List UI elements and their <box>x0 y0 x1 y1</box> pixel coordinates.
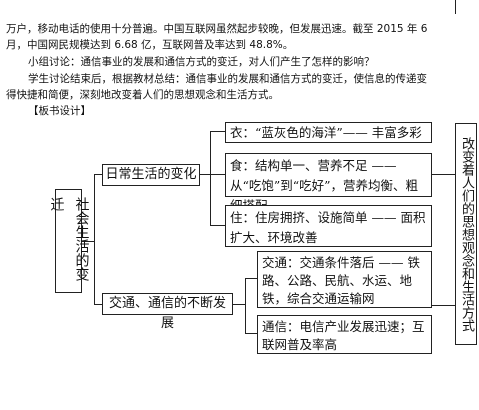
branch-transport-box: 交通、通信的不断发展 <box>102 293 233 331</box>
paragraph-line-2: 月，中国网民规模达到 6.68 亿，互联网普及率达到 48.8%。 <box>6 39 294 51</box>
connector-daily <box>94 174 102 175</box>
connector-daily-out <box>200 174 210 175</box>
connector-root <box>82 241 94 242</box>
branch-daily-life-box: 日常生活的变化 <box>102 164 200 186</box>
board-design-heading: 【板书设计】 <box>28 105 91 117</box>
housing-box: 住：住房拥挤、设施简单 —— 面积扩大、环境改善 <box>225 205 432 247</box>
connector-transport-out <box>233 304 245 305</box>
page-edge-marker <box>455 0 456 14</box>
connector-housing <box>210 225 225 226</box>
conclusion-box: 改变着人们的思想观念和生活方式 <box>455 123 477 345</box>
connector-communication <box>245 333 257 334</box>
paragraph-line-3: 小组讨论：通信事业的发展和通信方式的变迁，对人们产生了怎样的影响？ <box>28 56 375 68</box>
traffic-box: 交通：交通条件落后 —— 铁路、公路、民航、水运、地铁，综合交通运输网 <box>257 251 432 308</box>
connector-clothing <box>210 131 225 132</box>
connector-conclusion-bottom <box>432 305 455 306</box>
connector-traffic <box>245 278 257 279</box>
clothing-box: 衣：“蓝灰色的海洋”—— 丰富多彩 <box>225 122 432 143</box>
connector-transport <box>94 304 102 305</box>
communication-box: 通信：电信产业发展迅速；互联网普及率高 <box>257 315 432 354</box>
root-box: 社会生活的变迁 <box>49 189 90 293</box>
connector-transport-vertical <box>245 278 246 333</box>
paragraph-line-5: 得快捷和简便，深刻地改变着人们的思想观念和生活方式。 <box>6 89 279 101</box>
connector-conclusion-top <box>432 174 455 175</box>
paragraph-line-1: 万户，移动电话的使用十分普遍。中国互联网虽然起步较晚，但发展迅速。截至 2015… <box>6 23 428 35</box>
food-box: 食：结构单一、营养不足 —— 从“吃饱”到“吃好”，营养均衡、粗细搭配 <box>225 153 432 213</box>
connector-daily-vertical <box>210 131 211 225</box>
connector-food <box>210 174 225 175</box>
paragraph-line-4: 学生讨论结束后，根据教材总结：通信事业的发展和通信方式的变迁，使信息的传递变 <box>28 73 427 85</box>
connector-root-vertical <box>94 174 95 304</box>
